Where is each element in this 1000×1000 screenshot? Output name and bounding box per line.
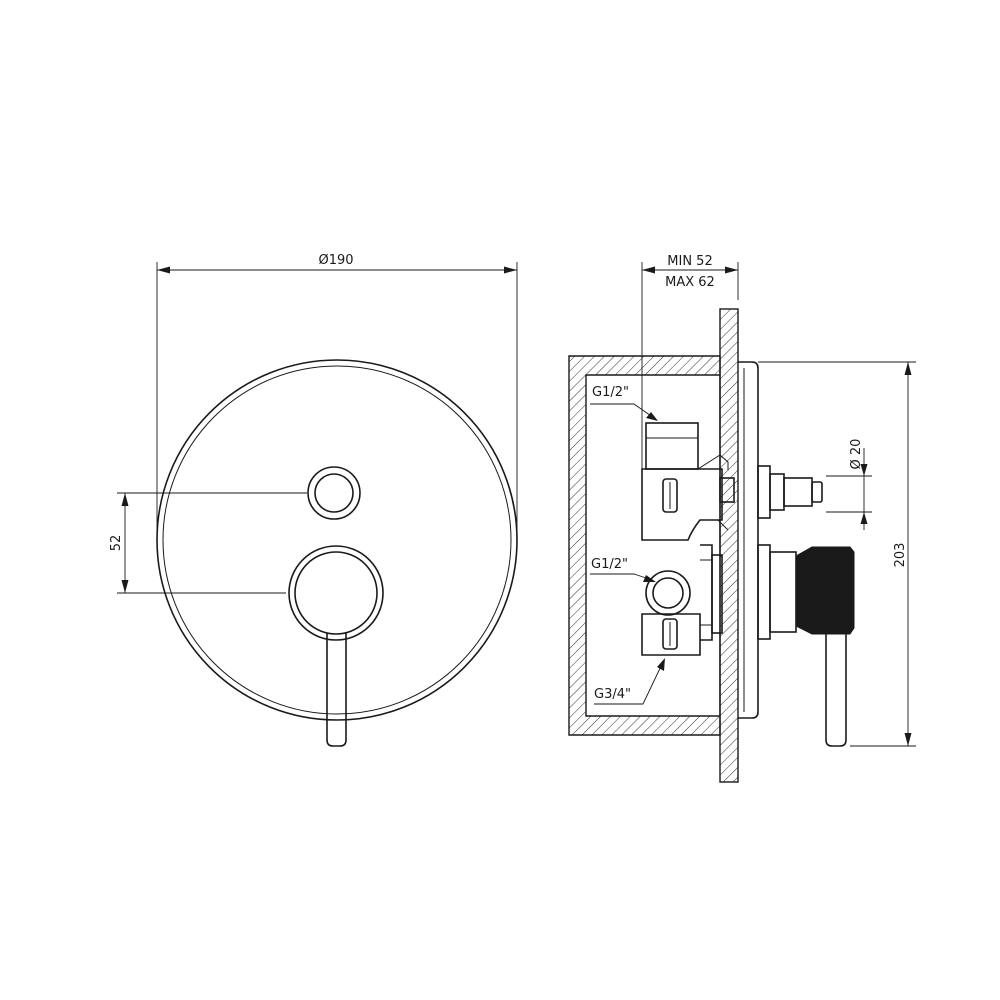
cover-plate-outer bbox=[156, 359, 518, 721]
outlet-callout: G3/4" bbox=[594, 658, 665, 705]
inlet-mid-callout: G1/2" bbox=[590, 557, 656, 582]
inlet-top-label: G1/2" bbox=[592, 385, 629, 400]
inlet-mid-label: G1/2" bbox=[591, 557, 628, 572]
inlet-top-callout: G1/2" bbox=[590, 385, 658, 421]
valve-body bbox=[641, 422, 735, 656]
height-label: 203 bbox=[893, 543, 908, 568]
spacing-label: 52 bbox=[109, 535, 124, 552]
wall-box bbox=[568, 355, 721, 736]
depth-min-label: MIN 52 bbox=[667, 254, 712, 269]
cover-plate-profile bbox=[738, 361, 759, 719]
side-view: MIN 52 MAX 62 G1/2" G1/2" G3/4" bbox=[568, 254, 916, 783]
diverter-knob-profile bbox=[757, 465, 823, 519]
knob-diameter-label: Ø 20 bbox=[849, 439, 864, 470]
diverter-knob bbox=[307, 466, 361, 520]
depth-dimension: MIN 52 MAX 62 bbox=[641, 254, 739, 469]
height-dimension: 203 bbox=[758, 361, 916, 747]
wall-plate bbox=[719, 308, 739, 783]
outlet-label: G3/4" bbox=[594, 687, 631, 702]
lever-profile bbox=[825, 634, 847, 747]
lever-handle bbox=[326, 633, 347, 747]
depth-max-label: MAX 62 bbox=[665, 275, 715, 290]
knob-diameter-dimension: Ø 20 bbox=[826, 439, 872, 530]
handle-grip bbox=[795, 546, 855, 635]
spacing-dimension: 52 bbox=[109, 492, 307, 594]
handle-profile bbox=[757, 544, 855, 747]
handle-base bbox=[288, 545, 384, 641]
front-view: Ø190 52 bbox=[109, 253, 518, 747]
cover-plate-inner bbox=[162, 365, 512, 715]
diameter-label: Ø190 bbox=[318, 253, 353, 268]
diameter-dimension: Ø190 bbox=[156, 253, 518, 540]
